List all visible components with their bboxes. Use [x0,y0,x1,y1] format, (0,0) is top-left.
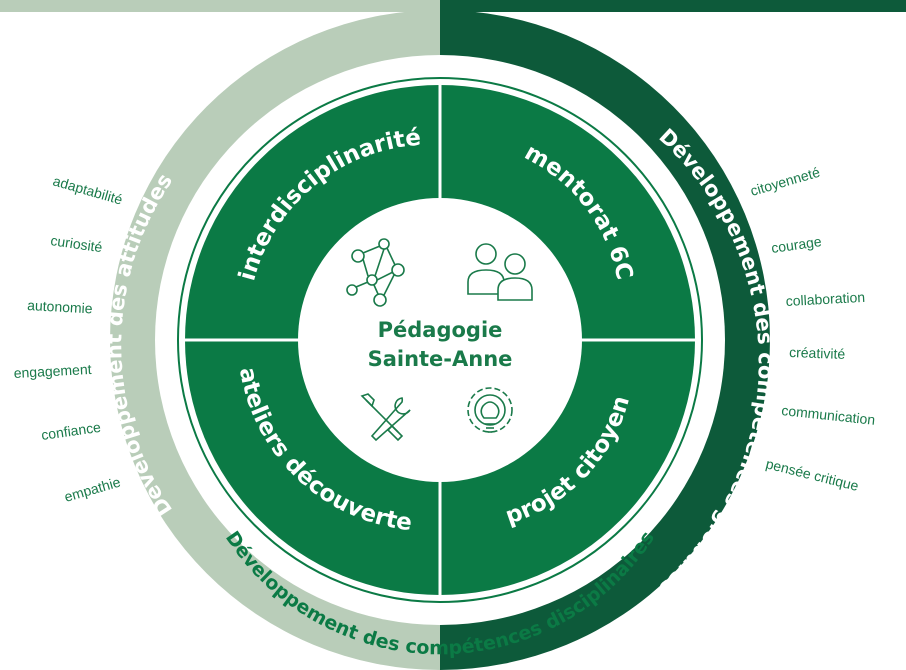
globale-word: créativité [789,344,846,362]
globales-ring-top [440,0,906,12]
people-icon [467,243,533,301]
center-disc [298,198,582,482]
center-title-line2: Sainte-Anne [368,347,513,371]
network-icon [346,238,405,307]
tools-icon [360,393,411,442]
center-title-line1: Pédagogie [378,318,503,342]
attitude-word: adaptabilité [51,173,124,208]
globale-word: pensée critique [764,455,860,494]
lightbulb-gear-icon [467,387,513,433]
attitude-word: curiosité [50,232,104,255]
globale-word: communication [781,402,876,428]
globale-word: courage [770,233,823,256]
globale-word: citoyenneté [748,164,821,199]
attitude-word: engagement [13,361,92,381]
attitude-word: confiance [40,419,102,443]
attitude-word: autonomie [27,297,93,316]
guide-ring [177,77,703,603]
attitudes-ring-top [0,0,440,12]
attitude-word: empathie [62,474,122,505]
globale-word: collaboration [785,289,865,309]
